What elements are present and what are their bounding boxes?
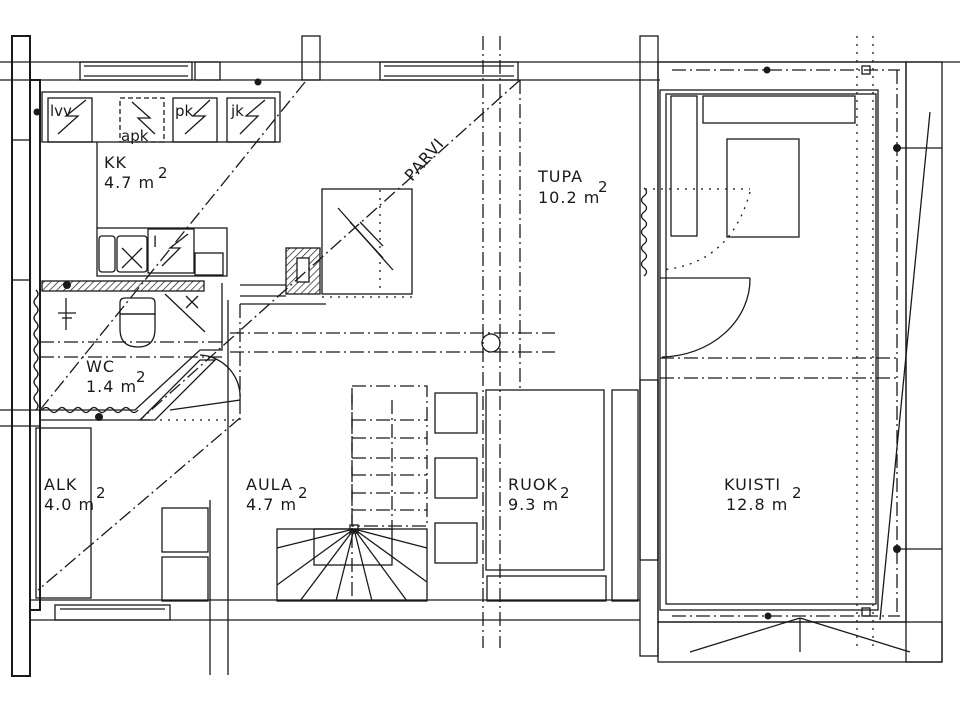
appliance-label-jk: jk — [230, 102, 244, 120]
appliance-label-apk: apk — [121, 127, 149, 145]
right-wing — [640, 36, 943, 663]
room-label-ruok: RUOK 9.3 m 2 — [508, 475, 570, 514]
windows — [11, 61, 659, 621]
room-area-exponent: 2 — [598, 178, 608, 196]
room-label-alk: ALK 4.0 m 2 — [44, 475, 106, 514]
fireplace — [240, 188, 413, 305]
room-label-kuisti: KUISTI 12.8 m 2 — [724, 475, 802, 514]
room-name: KK — [104, 153, 127, 172]
kitchen: lvv apk pk jk l — [33, 78, 281, 277]
appliance-label-pk: pk — [175, 102, 194, 120]
appliance-label-l: l — [153, 233, 157, 251]
room-area-exponent: 2 — [560, 484, 570, 502]
grid-lines — [40, 36, 555, 648]
room-name: TUPA — [537, 167, 583, 186]
room-area-exponent: 2 — [96, 484, 106, 502]
room-label-tupa: TUPA 10.2 m 2 — [537, 167, 608, 207]
room-name: ALK — [44, 475, 77, 494]
room-name: RUOK — [508, 475, 558, 494]
dining-room — [485, 389, 639, 602]
room-area-exponent: 2 — [158, 164, 168, 182]
room-area: 4.7 m — [104, 173, 155, 192]
wc-room — [33, 280, 241, 421]
loft-label: PARVI — [401, 134, 448, 185]
room-name: WC — [86, 357, 115, 376]
room-label-aula: AULA 4.7 m 2 — [246, 475, 308, 514]
staircase — [276, 385, 478, 602]
room-label-kk: KK 4.7 m 2 — [104, 153, 168, 192]
room-area: 10.2 m — [538, 188, 600, 207]
room-area-exponent: 2 — [298, 484, 308, 502]
alcove-room — [35, 427, 209, 602]
room-name: AULA — [246, 475, 293, 494]
room-area: 4.7 m — [246, 495, 297, 514]
room-area: 4.0 m — [44, 495, 95, 514]
room-area-exponent: 2 — [136, 368, 146, 386]
room-area: 12.8 m — [726, 495, 788, 514]
room-name: KUISTI — [724, 475, 781, 494]
appliance-label-lvv: lvv — [50, 102, 72, 120]
room-area: 1.4 m — [86, 377, 137, 396]
room-area: 9.3 m — [508, 495, 559, 514]
room-label-wc: WC 1.4 m 2 — [86, 357, 146, 396]
room-area-exponent: 2 — [792, 484, 802, 502]
